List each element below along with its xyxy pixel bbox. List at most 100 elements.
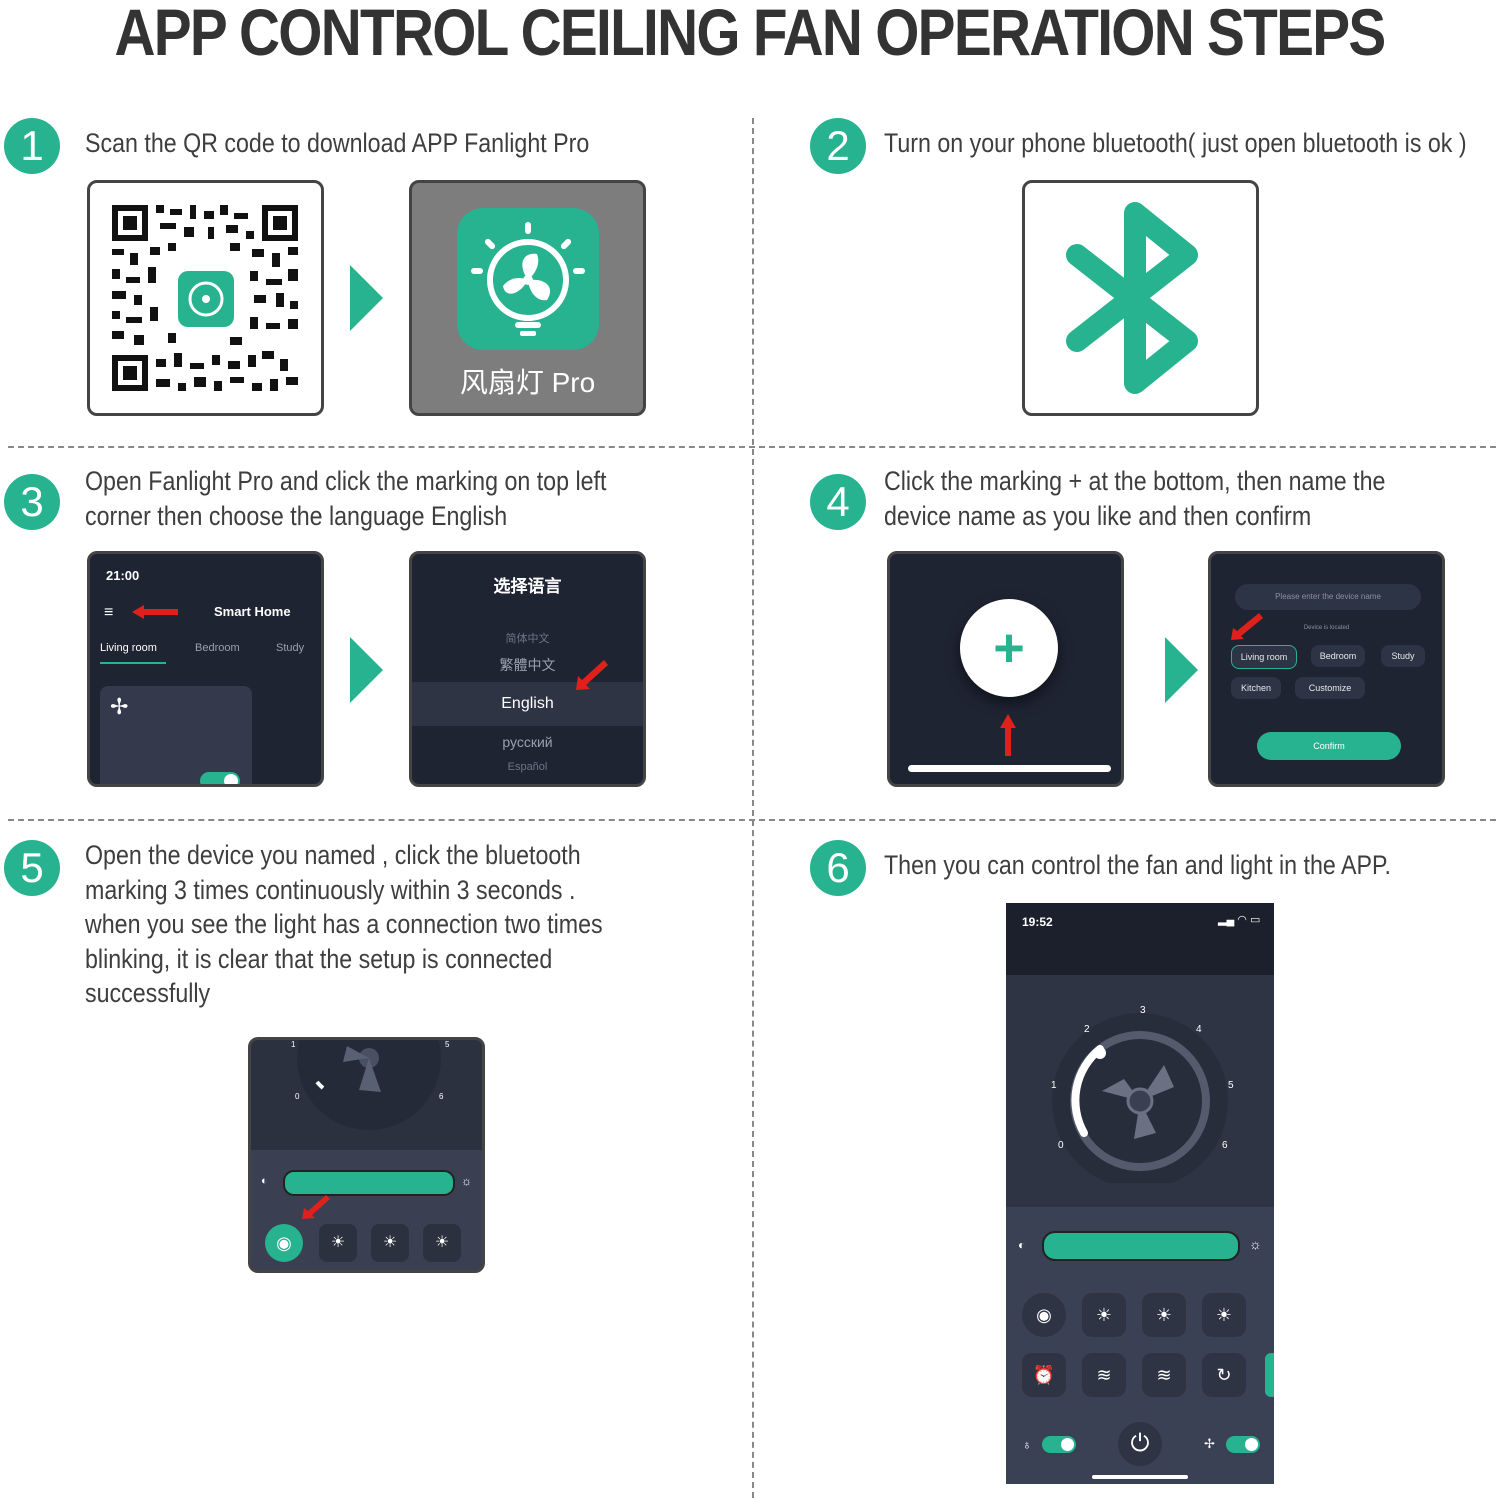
dial-tick-1: 1	[1051, 1080, 1057, 1091]
device-toggle[interactable]	[200, 772, 240, 784]
step-5-text: Open the device you named , click the bl…	[85, 840, 603, 1008]
qr-code-box	[87, 180, 324, 416]
step-2-number: 2	[810, 118, 866, 174]
room-study[interactable]: Study	[1381, 645, 1425, 667]
lang-option-simplified[interactable]: 简体中文	[505, 633, 550, 645]
phone-screen: 19:52 ▂▄ ◠ ▭ 0 1 2 3 4 5 6 ◐ ☼ ◉ ☀ ☀ ☀ ⏰…	[1006, 903, 1274, 1484]
step-1-arrow	[350, 265, 383, 331]
room-customize[interactable]: Customize	[1295, 677, 1365, 699]
lang-option-spanish[interactable]: Español	[507, 761, 548, 773]
step-3-arrow	[350, 637, 383, 703]
dim-icon: ◐	[1018, 1238, 1026, 1252]
menu-icon[interactable]: ≡	[104, 604, 114, 621]
red-arrow-indicator	[132, 605, 178, 619]
brightness-slider[interactable]	[283, 1170, 455, 1196]
side-tab[interactable]	[1265, 1353, 1274, 1397]
status-time: 21:00	[106, 568, 140, 583]
device-located-label: Device is located	[1303, 625, 1350, 631]
bright-icon: ☼	[1249, 1236, 1262, 1252]
step-1-text: Scan the QR code to download APP Fanligh…	[85, 128, 590, 158]
step-2-text: Turn on your phone bluetooth( just open …	[884, 128, 1467, 158]
step-1-number: 1	[4, 118, 60, 174]
fanlight-app-icon	[457, 208, 599, 350]
app-home-screen: 21:00 ≡ Smart Home Living room Bedroom S…	[87, 551, 324, 787]
home-header: Smart Home	[214, 604, 291, 619]
home-indicator	[1092, 1475, 1188, 1479]
add-button[interactable]: +	[960, 599, 1058, 697]
signal-wifi-battery-icons: ▂▄ ◠ ▭	[1218, 914, 1261, 926]
phone-time: 19:52	[1022, 915, 1053, 929]
step-3-text: Open Fanlight Pro and click the marking …	[85, 466, 607, 531]
dial-tick-4: 4	[1196, 1024, 1202, 1035]
red-arrow-indicator	[576, 660, 608, 690]
step-3-number: 3	[4, 474, 60, 530]
red-arrow-indicator	[302, 1195, 330, 1219]
dim-icon: ◐	[261, 1175, 268, 1187]
device-card[interactable]: ✢	[100, 686, 252, 784]
horizontal-divider-1	[8, 446, 1496, 448]
step-5-number: 5	[4, 840, 60, 896]
fan-icon: ✢	[1204, 1436, 1215, 1451]
vertical-divider	[752, 118, 754, 1498]
tab-bedroom[interactable]: Bedroom	[195, 642, 240, 654]
power-button[interactable]: ⏻	[1118, 1422, 1162, 1466]
plus-icon: +	[993, 618, 1025, 678]
dial-tick-0: 0	[295, 1092, 300, 1101]
tab-study[interactable]: Study	[276, 642, 305, 654]
dial-tick-6: 6	[1222, 1140, 1228, 1151]
light-toggle[interactable]	[1042, 1436, 1076, 1453]
brightness-slider[interactable]	[1042, 1231, 1240, 1261]
device-name-input[interactable]: Please enter the device name	[1235, 584, 1421, 610]
light-neutral-button[interactable]: ☀	[1202, 1293, 1246, 1337]
dial-tick-6: 6	[439, 1092, 444, 1101]
lang-option-traditional[interactable]: 繁體中文	[499, 657, 556, 673]
room-bedroom[interactable]: Bedroom	[1311, 645, 1365, 667]
phone-status-bar: 19:52 ▂▄ ◠ ▭	[1006, 903, 1274, 975]
room-living-room[interactable]: Living room	[1231, 645, 1297, 669]
light-icon: ♁	[1022, 1437, 1032, 1452]
red-arrow-indicator	[1000, 714, 1016, 756]
light-mode-button-3[interactable]: ☀	[423, 1224, 461, 1262]
lang-option-russian[interactable]: русский	[502, 734, 553, 750]
fan-bulb-icon	[471, 222, 585, 336]
light-mode-button-2[interactable]: ☀	[371, 1224, 409, 1262]
dial-tick-3: 3	[1140, 1005, 1146, 1016]
tab-living-room[interactable]: Living room	[100, 642, 157, 654]
name-device-screen: Please enter the device name Device is l…	[1208, 551, 1445, 787]
dial-tick-5: 5	[445, 1040, 450, 1049]
wind-mode-button-1[interactable]: ≋	[1082, 1353, 1126, 1397]
bluetooth-pair-button[interactable]: ◉	[265, 1224, 303, 1262]
dial-tick-5: 5	[1228, 1080, 1234, 1091]
room-kitchen[interactable]: Kitchen	[1231, 677, 1281, 699]
confirm-button[interactable]: Confirm	[1257, 732, 1401, 760]
dial-tick-2: 2	[1084, 1024, 1090, 1035]
dial-tick-1: 1	[291, 1040, 296, 1049]
red-arrow-indicator	[1231, 613, 1263, 640]
tab-underline	[100, 662, 166, 664]
language-screen: 选择语言 简体中文 繁體中文 English русский Español	[409, 551, 646, 787]
fan-dial	[297, 1040, 441, 1130]
fan-speed-dial	[1052, 1013, 1228, 1183]
timer-button[interactable]: ⏰	[1022, 1353, 1066, 1397]
bluetooth-icon	[1066, 202, 1198, 394]
reverse-button[interactable]: ↻	[1202, 1353, 1246, 1397]
bluetooth-pair-button[interactable]: ◉	[1022, 1293, 1066, 1337]
bright-icon: ☼	[461, 1174, 472, 1188]
fan-toggle[interactable]	[1226, 1436, 1260, 1453]
home-indicator	[908, 765, 1111, 772]
horizontal-divider-2	[8, 819, 1496, 821]
fan-icon: ✢	[110, 694, 129, 719]
qr-code	[112, 205, 298, 391]
wind-mode-button-2[interactable]: ≋	[1142, 1353, 1186, 1397]
light-white-button[interactable]: ☀	[1082, 1293, 1126, 1337]
lang-option-english-row[interactable]: English	[412, 682, 643, 726]
lang-option-english: English	[501, 695, 554, 712]
light-mode-button-1[interactable]: ☀	[319, 1224, 357, 1262]
page-title: APP CONTROL CEILING FAN OPERATION STEPS	[114, 0, 1386, 69]
step-6-number: 6	[810, 840, 866, 896]
app-icon-label: 风扇灯 Pro	[459, 367, 596, 398]
app-icon-box: 风扇灯 Pro	[409, 180, 646, 416]
dial-tick-0: 0	[1058, 1140, 1064, 1151]
step-4-text: Click the marking + at the bottom, then …	[884, 466, 1386, 531]
light-yellow-button[interactable]: ☀	[1142, 1293, 1186, 1337]
